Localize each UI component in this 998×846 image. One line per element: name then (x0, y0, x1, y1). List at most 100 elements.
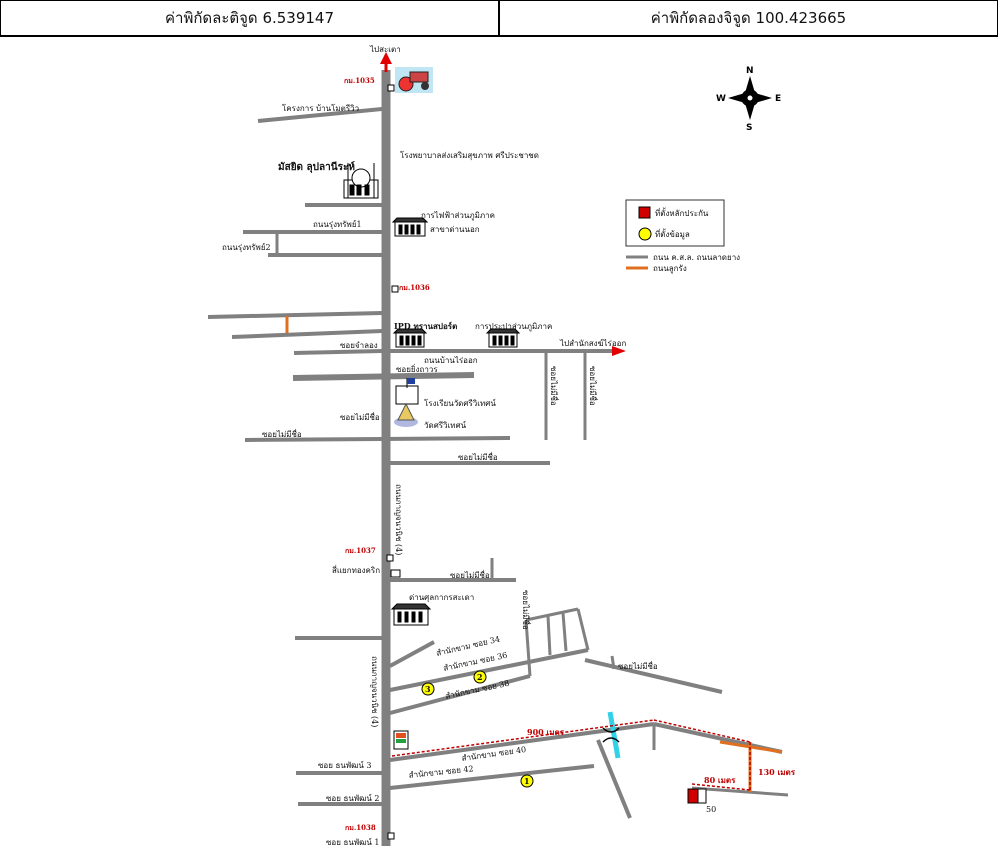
soi-mai-mi-chue-label-3: ซอยไม่มีชื่อ (458, 451, 498, 462)
legend: ที่ตั้งหลักประกัน ที่ตั้งข้อมูล ถนน ค.ส.… (625, 199, 740, 274)
building-icon (485, 328, 521, 348)
distance-line-900b (653, 719, 751, 743)
data-points: 1 2 3 (421, 670, 534, 788)
hospital-label: โรงพยาบาลส่งเสริมสุขภาพ ศรีประชาชด (400, 150, 539, 160)
km-marker-icons (386, 84, 401, 840)
road-soi-mai-mi-chue-1 (244, 436, 511, 442)
soi42-label: สำนักขาม ซอย 42 (408, 764, 474, 780)
school-icon (395, 378, 419, 405)
thanaphat2-label: ซอย ธนพัฒน์ 2 (326, 793, 379, 803)
data-point-1 (520, 774, 534, 788)
waterworks-label: การประปาส่วนภูมิภาค (475, 322, 552, 332)
canal (607, 711, 621, 759)
road-soi-yingthawon (292, 372, 475, 381)
road-mesh-5 (576, 608, 590, 651)
mosque-icon (343, 163, 379, 199)
latitude-label: ค่าพิกัดละติจูด 6.539147 (0, 1, 498, 35)
building-icon (390, 603, 432, 626)
km1038-label: กม.1038 (345, 823, 376, 832)
road-mesh-4 (561, 612, 568, 652)
collateral-location-marker (687, 788, 707, 804)
map-labels: ไปสะเตา กม.1035 โครงการ บ้านโมตรีวิว โรง… (222, 45, 796, 846)
road-soi40 (389, 722, 655, 762)
soi-mai-mi-chue-vert-3: ซอยไม่มีชื่อ (521, 590, 532, 630)
compass-w: W (716, 94, 726, 104)
soi-mai-mi-chue-label-2: ซอยไม่มีชื่อ (262, 428, 302, 439)
to-satun-arrow (380, 52, 392, 64)
soi-mai-mi-chue-label-4: ซอยไม่มีชื่อ (450, 569, 490, 580)
roads (207, 70, 789, 846)
distance-lines (391, 719, 751, 791)
soi-mai-mi-chue-vert-1: ซอยไม่มีชื่อ (549, 366, 560, 406)
km1035-label: กม.1035 (344, 76, 375, 85)
compass-s: S (746, 123, 752, 133)
legend-point-swatch (638, 227, 652, 241)
km1036-label: กม.1036 (399, 283, 430, 292)
data-point-3 (421, 682, 435, 696)
ipd-label: IPD ทรานสปอร์ต (394, 321, 457, 331)
road-soi-chamlong (293, 349, 383, 355)
compass-n: N (746, 66, 754, 76)
school-label: โรงเรียนวัดศรีวิเทศน์ (424, 398, 496, 408)
distance-line-900 (391, 719, 655, 757)
mosque-label: มัสยิด ลุปลานีระห์ (278, 161, 355, 173)
road-mesh-1 (524, 619, 532, 677)
road-project-ban-mo (257, 107, 383, 123)
thanaphat3-label: ซอย ธนพัฒน์ 3 (318, 760, 371, 770)
building-icon (392, 328, 428, 348)
soi-chamlong-label: ซอยจำลอง (340, 341, 378, 350)
road-mesh-3 (546, 615, 552, 656)
thanaphat1-label: ซอย ธนพัฒน์ 1 (326, 837, 379, 846)
temple-label: วัดศรีวิเทศน์ (424, 420, 467, 430)
road-left-1 (207, 311, 383, 319)
legend-asphalt-road: ถนน ค.ส.ล. ถนนลาดยาง (653, 253, 740, 262)
temple-icon (394, 402, 418, 427)
lot-label: 50 (706, 805, 716, 814)
to-satun-label: ไปสะเตา (369, 45, 401, 54)
data-point-2-label: 2 (477, 672, 483, 682)
road-soi-mai-mi-chue-4 (584, 658, 723, 694)
soi-mai-mi-chue-label-1: ซอยไม่มีชื่อ (340, 411, 380, 422)
dist900-label: 900 เมตร (527, 727, 565, 737)
coordinate-bar: ค่าพิกัดละติจูด 6.539147 ค่าพิกัดลองจิจู… (0, 0, 998, 37)
soi-yingthawon-label: ซอยยิ่งถาวร (396, 363, 438, 374)
compass-e: E (775, 94, 781, 104)
dist80-label: 80 เมตร (704, 775, 736, 785)
legend-marker-swatch (638, 206, 651, 219)
road-soi42 (389, 764, 595, 790)
tractor-icon (395, 67, 433, 93)
highway4-label-2: ถนนกาญจนวนิช (4) (370, 656, 379, 727)
km1037-label: กม.1037 (345, 546, 376, 555)
laterite-road-3 (719, 740, 783, 754)
road-left-2 (231, 329, 383, 339)
to-sattani-arrow (612, 346, 626, 356)
data-point-3-label: 3 (425, 684, 431, 694)
road-soi34 (389, 640, 435, 668)
intersection-label: สี่แยกทองคริก (332, 564, 380, 575)
road-soi38 (389, 674, 531, 715)
road-soi36 (389, 648, 589, 692)
ban-rai-ok-label: ถนนบ้านไร่ออก (424, 356, 478, 365)
compass-rose: N S E W (716, 66, 781, 133)
legend-boundary-marker: ที่ตั้งหลักประกัน (655, 207, 709, 218)
customs-label: ด่านศุลกากรสะเดา (409, 593, 474, 602)
building-icon (391, 217, 429, 237)
road-diagonal (596, 739, 632, 819)
bridge-icon (602, 727, 620, 743)
legend-laterite-road: ถนนลูกรัง (653, 264, 687, 274)
rung-sap1-label: ถนนรุ่งทรัพย์1 (313, 219, 362, 229)
location-map: N S E W ที่ตั้งหลักประกัน ที่ตั้งข้อมูล … (207, 45, 796, 846)
road-lot (691, 786, 789, 797)
dist130-label: 130 เมตร (758, 767, 796, 777)
legend-data-point: ที่ตั้งข้อมูล (655, 228, 690, 240)
electricity-label: การไฟฟ้าส่วนภูมิภาค (421, 211, 495, 221)
to-sattani-label: ไปสำนักสงฆ์ไร่ออก (559, 338, 626, 348)
electricity-branch-label: สาขาด่านนอก (430, 225, 480, 234)
soi-mai-mi-chue-vert-2: ซอยไม่มีชื่อ (588, 366, 599, 406)
store-icon (393, 730, 409, 750)
data-point-2 (473, 670, 487, 684)
soi-mai-mi-chue-label-5: ซอยไม่มีชื่อ (618, 660, 658, 671)
data-point-1-label: 1 (524, 776, 530, 786)
project-ban-mo-label: โครงการ บ้านโมตรีวิว (282, 103, 359, 113)
road-mesh-2 (525, 607, 579, 622)
